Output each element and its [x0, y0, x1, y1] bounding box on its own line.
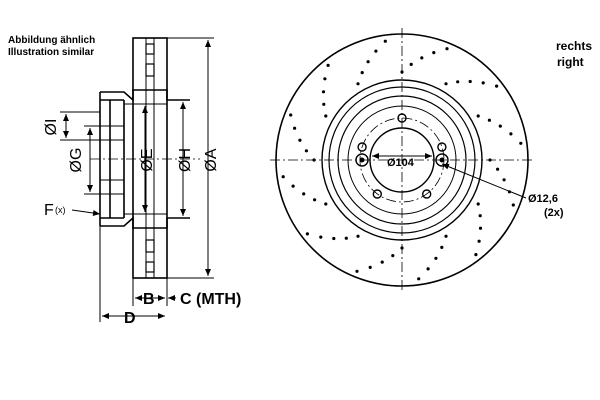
drill-hole — [477, 239, 481, 243]
drill-hole — [323, 77, 327, 81]
dim-label-D: D — [124, 310, 136, 327]
drill-hole — [478, 214, 482, 218]
drill-hole — [420, 56, 424, 60]
dim-label-F: F — [44, 202, 54, 219]
drill-hole — [409, 62, 413, 66]
drill-hole — [291, 184, 295, 188]
drill-hole — [476, 114, 480, 118]
drill-hole — [383, 39, 387, 43]
drill-hole — [509, 132, 513, 136]
dim-label-B: B — [143, 291, 155, 308]
dim-label-H: ØH — [177, 148, 194, 172]
drill-hole — [355, 269, 359, 273]
bolt-hole — [357, 142, 367, 152]
drill-hole — [305, 232, 309, 236]
note-line-2: Illustration similar — [8, 47, 94, 58]
drill-hole — [474, 253, 478, 257]
side-label-de: rechts — [556, 39, 592, 53]
drill-hole — [400, 246, 404, 250]
drill-hole — [456, 80, 460, 84]
dimension-lines — [60, 37, 214, 322]
drill-holes — [281, 39, 523, 281]
drill-hole — [302, 192, 306, 196]
centering-hole-center — [359, 157, 365, 163]
drill-hole — [324, 202, 328, 206]
side-label-en: right — [557, 55, 584, 69]
drill-hole — [426, 267, 430, 271]
drill-hole — [444, 234, 448, 238]
pcd-label: Ø104 — [387, 157, 415, 169]
drill-hole — [332, 236, 336, 241]
drill-hole — [391, 254, 395, 258]
dim-label-G: ØG — [68, 148, 85, 173]
drill-hole — [496, 167, 500, 171]
drill-hole — [312, 158, 316, 162]
drill-hole — [444, 82, 448, 86]
drill-hole — [324, 114, 328, 118]
drill-hole — [502, 178, 506, 182]
drill-hole — [434, 256, 438, 260]
hole-leader-line — [441, 163, 527, 199]
drill-hole — [417, 277, 421, 281]
drill-hole — [400, 70, 404, 74]
drill-hole — [366, 60, 370, 64]
drill-hole — [360, 71, 364, 75]
drill-hole — [481, 81, 485, 85]
dim-label-E: ØE — [139, 148, 156, 171]
centering-hole-center — [439, 157, 445, 163]
note-line-1: Abbildung ähnlich — [8, 35, 95, 46]
bolt-hole — [372, 189, 382, 199]
drill-hole — [468, 79, 472, 84]
dim-label-C: C (MTH) — [180, 291, 241, 308]
drill-hole — [498, 124, 502, 128]
drill-hole — [319, 235, 323, 239]
drill-hole — [313, 198, 317, 202]
hole-size-label: Ø12,6 — [528, 193, 558, 205]
dim-label-I: ØI — [43, 119, 60, 136]
drill-hole — [344, 236, 348, 240]
drill-hole — [495, 84, 499, 88]
drill-hole — [488, 158, 492, 162]
drill-hole — [519, 141, 523, 145]
drill-hole — [322, 102, 326, 106]
drill-hole — [440, 245, 444, 249]
hole-count-label: (2x) — [544, 207, 564, 219]
drill-hole — [487, 118, 491, 122]
drill-hole — [432, 51, 436, 55]
drill-hole — [476, 202, 480, 206]
drill-hole — [380, 260, 384, 264]
centering-hole — [355, 153, 369, 167]
drill-hole — [356, 82, 360, 86]
drill-hole — [298, 138, 302, 142]
bolt-hole — [422, 189, 432, 199]
bolt-hole — [437, 142, 447, 152]
drill-hole — [374, 49, 378, 53]
drill-hole — [445, 47, 449, 51]
drill-hole — [304, 149, 308, 153]
drill-hole — [321, 90, 326, 94]
drill-hole — [511, 203, 515, 207]
drill-hole — [478, 226, 483, 230]
drill-hole — [356, 234, 360, 238]
dim-label-A: ØA — [203, 148, 220, 171]
bolt-hole — [397, 113, 407, 123]
drill-hole — [289, 113, 293, 117]
drill-hole — [293, 126, 297, 130]
drill-hole — [326, 63, 330, 67]
dim-label-F-sub: (x) — [55, 205, 66, 215]
drill-hole — [281, 175, 285, 179]
drill-hole — [368, 265, 372, 269]
